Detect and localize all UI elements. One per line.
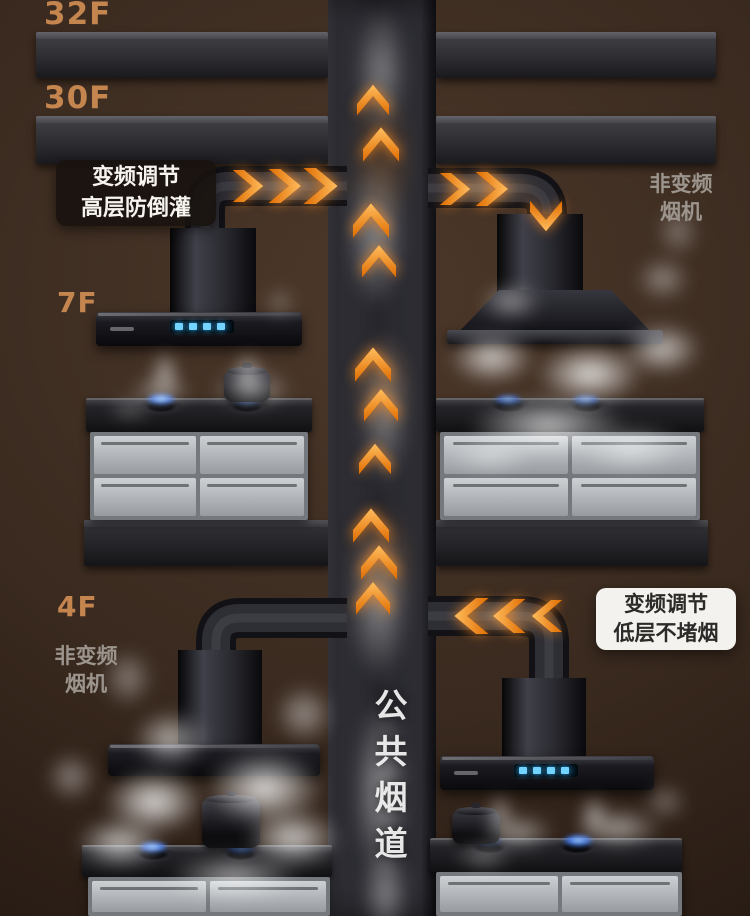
arrow-left-icon <box>531 600 563 632</box>
display-segment <box>175 323 183 330</box>
hood-brand-mark <box>454 771 478 775</box>
cabinet-drawer <box>94 478 196 516</box>
arrow-right-icon <box>232 170 264 202</box>
steam-cloud <box>442 836 526 876</box>
smoke-cloud <box>430 430 550 480</box>
arrow-right-icon <box>439 173 471 205</box>
kitchen-cabinet <box>436 872 682 916</box>
cabinet-drawer <box>94 436 196 474</box>
display-segment <box>547 767 555 774</box>
badge-line: 高层防倒灌 <box>80 196 191 221</box>
smoke-cloud <box>142 846 327 908</box>
arrow-up-icon <box>359 443 391 475</box>
non-variable-hood-label-bottom: 非变频 烟机 <box>46 642 126 698</box>
smoke-cloud <box>118 698 222 780</box>
non-variable-hood-label-top: 非变频 烟机 <box>641 170 721 226</box>
range-hood-chimney <box>170 228 256 316</box>
arrow-up-icon <box>362 245 396 278</box>
arrow-right-icon <box>268 169 301 203</box>
arrow-down-icon <box>530 200 562 232</box>
smoke-cloud <box>334 128 418 338</box>
steam-cloud <box>258 278 302 328</box>
concrete-floor-slab <box>84 520 330 566</box>
steam-cloud <box>556 800 680 856</box>
kitchen-cabinet <box>90 432 308 520</box>
hood-brand-mark <box>110 327 134 331</box>
smoke-cloud <box>556 416 706 480</box>
arrow-up-icon <box>357 84 389 116</box>
cabinet-drawer <box>572 478 696 516</box>
smoke-cloud <box>348 300 420 520</box>
arrow-up-icon <box>356 582 390 615</box>
smoke-cloud <box>606 312 718 386</box>
display-segment <box>189 323 197 330</box>
smoke-cloud <box>648 196 708 268</box>
arrow-right-icon <box>303 168 338 204</box>
cabinet-drawer <box>440 876 558 912</box>
label-line: 非变频 <box>649 172 713 196</box>
arrow-left-icon <box>493 599 526 633</box>
variable-high-floor-badge: 变频调节 高层防倒灌 <box>56 160 216 226</box>
concrete-floor-slab <box>436 520 708 566</box>
steam-cloud <box>196 362 308 416</box>
cabinet-drawer <box>562 876 678 912</box>
concrete-floor-slab <box>436 116 716 164</box>
smoke-cloud <box>36 742 106 812</box>
smoke-cloud <box>468 276 554 328</box>
cabinet-drawer <box>200 478 304 516</box>
display-segment <box>203 323 211 330</box>
variable-low-floor-badge: 变频调节 低层不堵烟 <box>596 588 736 650</box>
display-segment <box>519 767 527 774</box>
steam-cloud <box>466 806 570 858</box>
concrete-floor-slab <box>36 116 328 164</box>
badge-line: 低层不堵烟 <box>613 621 719 645</box>
display-segment <box>533 767 541 774</box>
label-line: 非变频 <box>54 644 118 668</box>
label-line: 烟机 <box>660 200 702 224</box>
label-line: 烟机 <box>65 672 107 696</box>
smoke-cloud <box>625 248 701 310</box>
arrow-up-icon <box>363 127 399 162</box>
floor-label-30f: 30F <box>44 80 112 116</box>
concrete-floor-slab <box>436 32 716 78</box>
badge-line: 变频调节 <box>91 165 180 190</box>
smoke-cloud <box>92 636 164 720</box>
shared-duct-label: 公共烟道 <box>369 688 408 872</box>
badge-line: 变频调节 <box>624 592 708 616</box>
display-segment <box>217 323 225 330</box>
arrow-up-icon <box>361 545 397 580</box>
range-hood-chimney <box>502 678 586 760</box>
hood-display <box>170 320 234 333</box>
hood-display <box>514 764 578 777</box>
arrow-left-icon <box>454 598 489 634</box>
smoke-cloud <box>342 658 420 916</box>
display-segment <box>561 767 569 774</box>
smoke-cloud <box>262 672 346 756</box>
arrow-right-icon <box>475 172 508 206</box>
floor-label-4f: 4F <box>57 590 98 623</box>
cabinet-drawer <box>444 478 568 516</box>
floor-label-7f: 7F <box>57 286 98 319</box>
airflow-glow <box>346 330 418 440</box>
steam-cloud <box>634 776 696 828</box>
arrow-up-icon <box>353 203 389 238</box>
steam-cloud <box>98 394 162 424</box>
steam-cloud <box>118 368 204 412</box>
floor-label-32f: 32F <box>44 0 112 32</box>
cabinet-drawer <box>200 436 304 474</box>
concrete-floor-slab <box>36 32 328 78</box>
arrow-up-icon <box>355 347 391 382</box>
arrow-up-icon <box>353 508 389 543</box>
arrow-up-icon <box>364 389 398 422</box>
